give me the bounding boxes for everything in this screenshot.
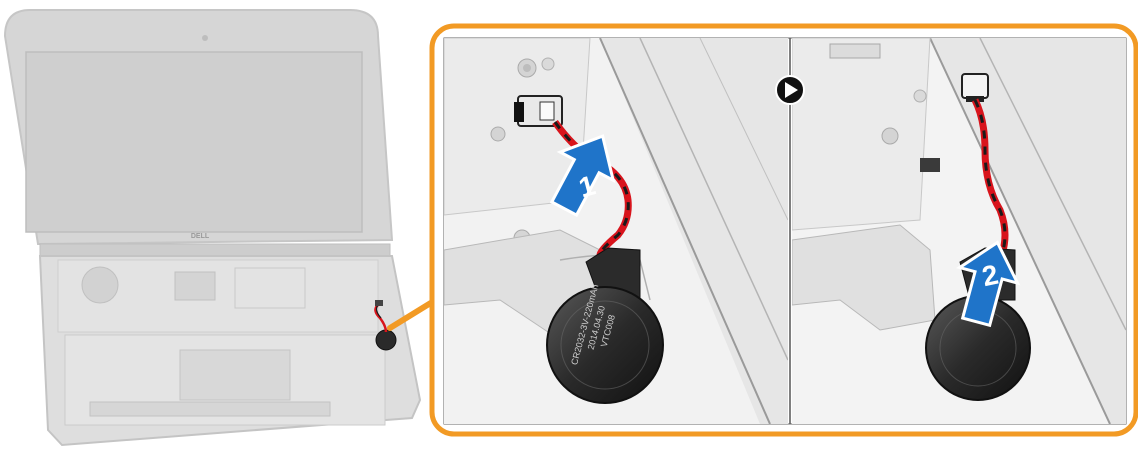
cpu-area xyxy=(175,272,215,300)
play-circle-icon xyxy=(776,76,804,104)
step-1-panel: CR2032-3V-220mAh 2014.04.30 VTC008 1 xyxy=(444,38,788,424)
base-vent xyxy=(90,402,330,416)
laptop-hinge xyxy=(40,244,390,256)
laptop-overview: DELL xyxy=(5,10,442,445)
laptop-screen xyxy=(26,52,362,232)
coin-battery-location xyxy=(376,330,396,350)
bay-cutout xyxy=(180,350,290,400)
step-2-panel: 2 xyxy=(792,38,1126,424)
screw-icon xyxy=(882,128,898,144)
laptop-brand-logo: DELL xyxy=(191,233,210,240)
webcam-icon xyxy=(202,35,208,41)
battery-connector xyxy=(962,74,988,98)
battery-connector-small xyxy=(375,300,383,306)
fan-outline xyxy=(82,267,118,303)
